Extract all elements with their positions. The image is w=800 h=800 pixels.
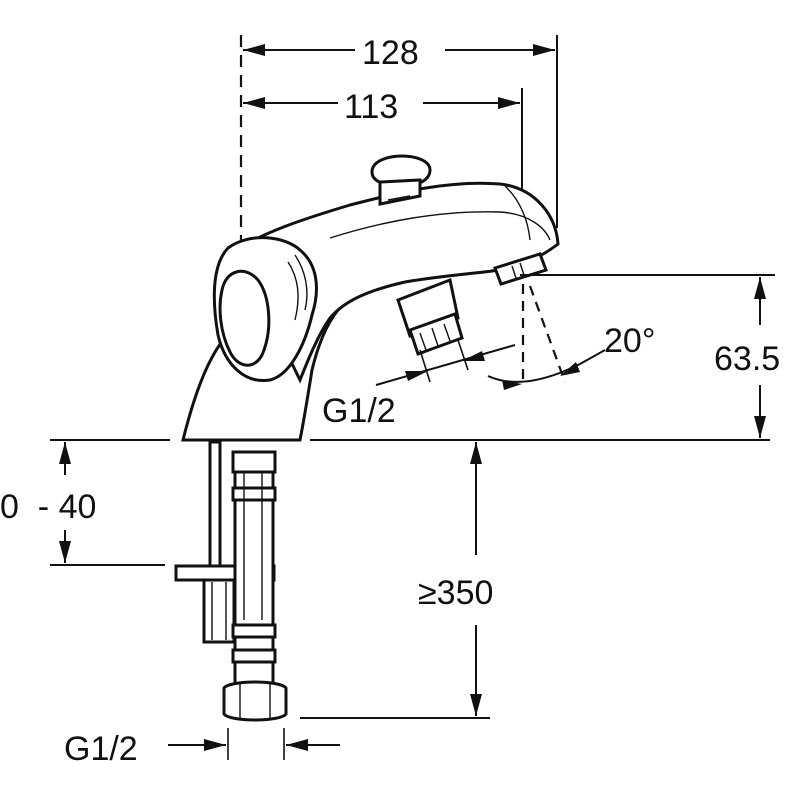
dimension-63-5-label: 63.5 bbox=[714, 340, 780, 378]
lever-handle bbox=[218, 269, 271, 367]
bottom-thread-dimension: G1/2 bbox=[64, 728, 340, 768]
inlet-thread-dimension: G1/2 bbox=[322, 339, 516, 430]
bottom-thread-label: G1/2 bbox=[64, 730, 138, 768]
dimension-128: 128 bbox=[243, 34, 558, 228]
angle-label: 20° bbox=[604, 322, 655, 360]
hose-length-label: ≥350 bbox=[418, 574, 493, 612]
mounting-fittings bbox=[174, 440, 288, 722]
dimension-20-degrees: 20° bbox=[487, 284, 655, 390]
inlet-thread-label: G1/2 bbox=[322, 392, 396, 430]
dimension-113: 113 bbox=[243, 88, 523, 232]
tap-body bbox=[181, 154, 560, 442]
hex-nut bbox=[222, 680, 288, 722]
dimension-128-label: 128 bbox=[362, 34, 419, 72]
dimension-63-5: 63.5 bbox=[520, 274, 780, 438]
spout-outlet bbox=[493, 252, 548, 286]
dimension-113-label: 113 bbox=[344, 88, 398, 126]
deck-thickness-label: 0 - 40 bbox=[0, 488, 96, 526]
dimension-deck-thickness: 0 - 40 bbox=[0, 442, 165, 566]
dimension-hose-length: ≥350 bbox=[300, 442, 493, 719]
